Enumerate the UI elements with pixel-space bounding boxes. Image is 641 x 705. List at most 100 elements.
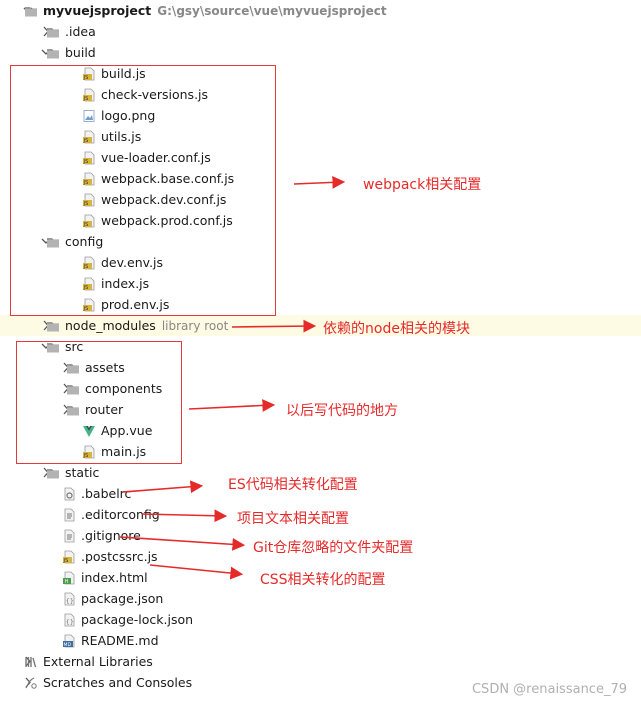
svg-text:JS: JS xyxy=(83,180,89,186)
svg-text:JS: JS xyxy=(83,222,89,228)
tree-row[interactable]: src xyxy=(0,336,641,357)
tree-row[interactable]: External Libraries xyxy=(0,651,641,672)
tree-row[interactable]: static xyxy=(0,462,641,483)
tree-row-label: logo.png xyxy=(101,108,156,123)
tree-row[interactable]: JS check-versions.js xyxy=(0,84,641,105)
js-file-icon: JS xyxy=(82,192,96,207)
markdown-file-icon: MD xyxy=(62,633,76,648)
tree-row-label: utils.js xyxy=(101,129,142,144)
arrow-webpack xyxy=(293,176,346,189)
tree-row[interactable]: {} package.json xyxy=(0,588,641,609)
tree-row-label: assets xyxy=(85,360,125,375)
tree-row-label: check-versions.js xyxy=(101,87,209,102)
tree-row-label: components xyxy=(85,381,163,396)
js-file-icon: JS xyxy=(82,444,96,459)
svg-text:{}: {} xyxy=(66,618,74,626)
library-icon xyxy=(24,654,38,668)
tree-row-label: .idea xyxy=(65,24,96,39)
tree-row[interactable]: .editorconfig xyxy=(0,504,641,525)
svg-text:JS: JS xyxy=(83,96,89,102)
svg-text:MD: MD xyxy=(64,642,72,648)
chevron-right-icon[interactable] xyxy=(22,651,34,672)
js-file-icon: JS xyxy=(82,129,96,144)
tree-row-label: router xyxy=(85,402,124,417)
js-file-icon: JS xyxy=(82,87,96,102)
json-file-icon: {} xyxy=(62,591,76,606)
tree-row[interactable]: assets xyxy=(0,357,641,378)
tree-row[interactable]: router xyxy=(0,399,641,420)
tree-row-label: README.md xyxy=(81,633,159,648)
annotation-node-modules: 依赖的node相关的模块 xyxy=(323,321,470,337)
tree-row[interactable]: Scratches and Consoles xyxy=(0,672,641,693)
tree-row-label: .editorconfig xyxy=(81,507,160,522)
folder-icon xyxy=(24,3,38,17)
arrow-editorconfig xyxy=(141,509,228,523)
tree-row-label: package-lock.json xyxy=(81,612,194,627)
tree-row[interactable]: components xyxy=(0,378,641,399)
tree-row-label: App.vue xyxy=(101,423,153,438)
js-file-icon: JS xyxy=(82,171,96,186)
tree-row-label: .postcssrc.js xyxy=(81,549,158,564)
tree-row[interactable]: App.vue xyxy=(0,420,641,441)
tree-row-label: src xyxy=(65,339,84,354)
tree-row[interactable]: JS webpack.base.conf.js xyxy=(0,168,641,189)
folder-icon xyxy=(66,381,80,395)
tree-row-label: .babelrc xyxy=(81,486,132,501)
tree-row-label: .gitignore xyxy=(81,528,141,543)
tree-row[interactable]: .babelrc xyxy=(0,483,641,504)
tree-row[interactable]: JS utils.js xyxy=(0,126,641,147)
annotation-gitignore: Git仓库忽略的文件夹配置 xyxy=(253,540,414,556)
tree-row[interactable]: JS main.js xyxy=(0,441,641,462)
config-file-icon xyxy=(62,486,76,501)
folder-icon xyxy=(46,318,60,332)
annotation-babelrc: ES代码相关转化配置 xyxy=(228,477,358,493)
arrow-postcssrc xyxy=(149,564,244,580)
text-file-icon xyxy=(62,528,76,543)
arrow-src xyxy=(188,399,276,412)
js-file-icon: JS xyxy=(82,66,96,81)
folder-icon xyxy=(46,24,60,38)
svg-text:JS: JS xyxy=(83,285,89,291)
tree-row[interactable]: {} package-lock.json xyxy=(0,609,641,630)
folder-icon xyxy=(46,45,60,59)
svg-text:JS: JS xyxy=(63,558,69,564)
tree-row[interactable]: .idea xyxy=(0,21,641,42)
tree-row-sublabel: G:\gsy\source\vue\myvuejsproject xyxy=(157,4,387,18)
vue-file-icon xyxy=(82,423,96,437)
tree-row-label: main.js xyxy=(101,444,147,459)
tree-row[interactable]: build xyxy=(0,42,641,63)
tree-row[interactable]: JS .postcssrc.js xyxy=(0,546,641,567)
tree-row[interactable]: logo.png xyxy=(0,105,641,126)
js-file-icon: JS xyxy=(62,549,76,564)
tree-row-sublabel: library root xyxy=(161,319,229,333)
src-highlight-box xyxy=(16,341,182,464)
tree-row[interactable]: MD README.md xyxy=(0,630,641,651)
annotation-editorconfig: 项目文本相关配置 xyxy=(237,511,349,527)
svg-text:JS: JS xyxy=(83,264,89,270)
tree-row[interactable]: config xyxy=(0,231,641,252)
tree-row-label: package.json xyxy=(81,591,164,606)
svg-text:{}: {} xyxy=(66,597,74,605)
tree-row[interactable]: .gitignore xyxy=(0,525,641,546)
tree-row-label: External Libraries xyxy=(43,654,153,669)
arrow-node-modules xyxy=(231,319,317,333)
js-file-icon: JS xyxy=(82,276,96,291)
arrow-gitignore xyxy=(119,536,246,551)
tree-row-label: webpack.prod.conf.js xyxy=(101,213,233,228)
tree-row[interactable]: JS webpack.prod.conf.js xyxy=(0,210,641,231)
annotation-postcssrc: CSS相关转化的配置 xyxy=(260,572,386,588)
tree-row-label: webpack.base.conf.js xyxy=(101,171,235,186)
build-config-highlight-box xyxy=(10,65,276,316)
